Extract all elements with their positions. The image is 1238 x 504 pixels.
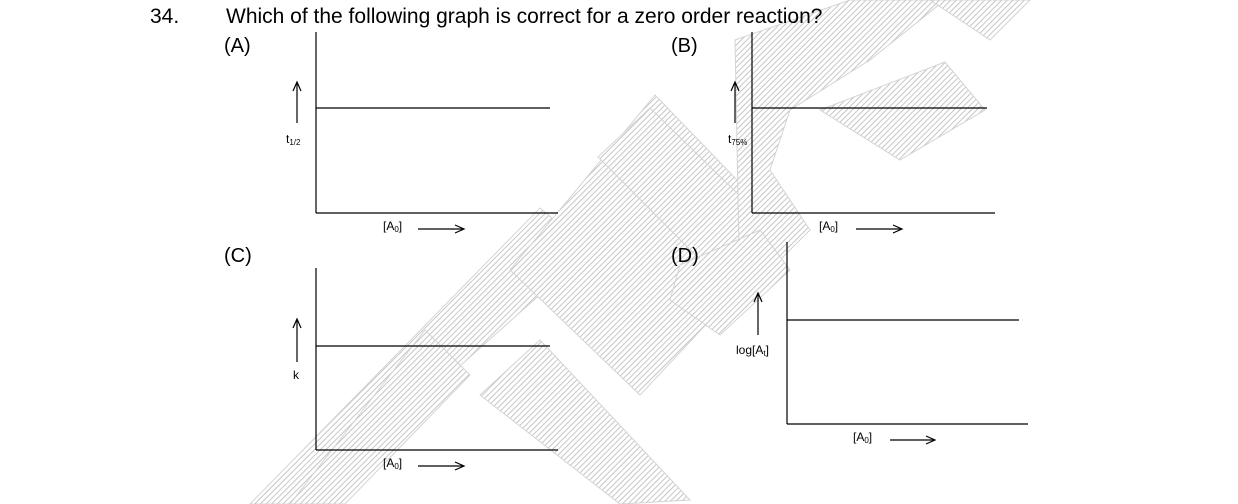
question-text: Which of the following graph is correct … bbox=[226, 5, 823, 28]
graph-d-x-label: [A0] bbox=[853, 430, 873, 445]
graph-a-y-label: t1/2 bbox=[286, 132, 301, 147]
graph-b-y-arrow bbox=[730, 80, 740, 123]
question-number: 34. bbox=[150, 5, 180, 28]
graph-b-x-label: [A0] bbox=[819, 219, 839, 234]
graph-a-x-label: [A0] bbox=[383, 219, 403, 234]
option-a-label: (A) bbox=[224, 35, 251, 57]
graph-a-y-arrow bbox=[292, 80, 302, 123]
graph-b-x-arrow bbox=[856, 224, 904, 234]
option-b-label: (B) bbox=[671, 35, 698, 57]
option-d-label: (D) bbox=[671, 245, 699, 267]
graph-a-x-arrow bbox=[418, 224, 466, 234]
graph-c-x-arrow bbox=[418, 461, 466, 471]
graph-c-x-label: [A0] bbox=[383, 456, 403, 471]
graph-c-y-arrow bbox=[292, 317, 302, 362]
graph-d-y-label: log[At] bbox=[736, 343, 769, 358]
graph-b-y-label: t75% bbox=[728, 132, 748, 147]
graph-d-y-arrow bbox=[753, 291, 763, 335]
graph-c-y-label: k bbox=[293, 368, 299, 382]
option-c-label: (C) bbox=[224, 245, 252, 267]
graph-d-x-arrow bbox=[890, 435, 937, 445]
